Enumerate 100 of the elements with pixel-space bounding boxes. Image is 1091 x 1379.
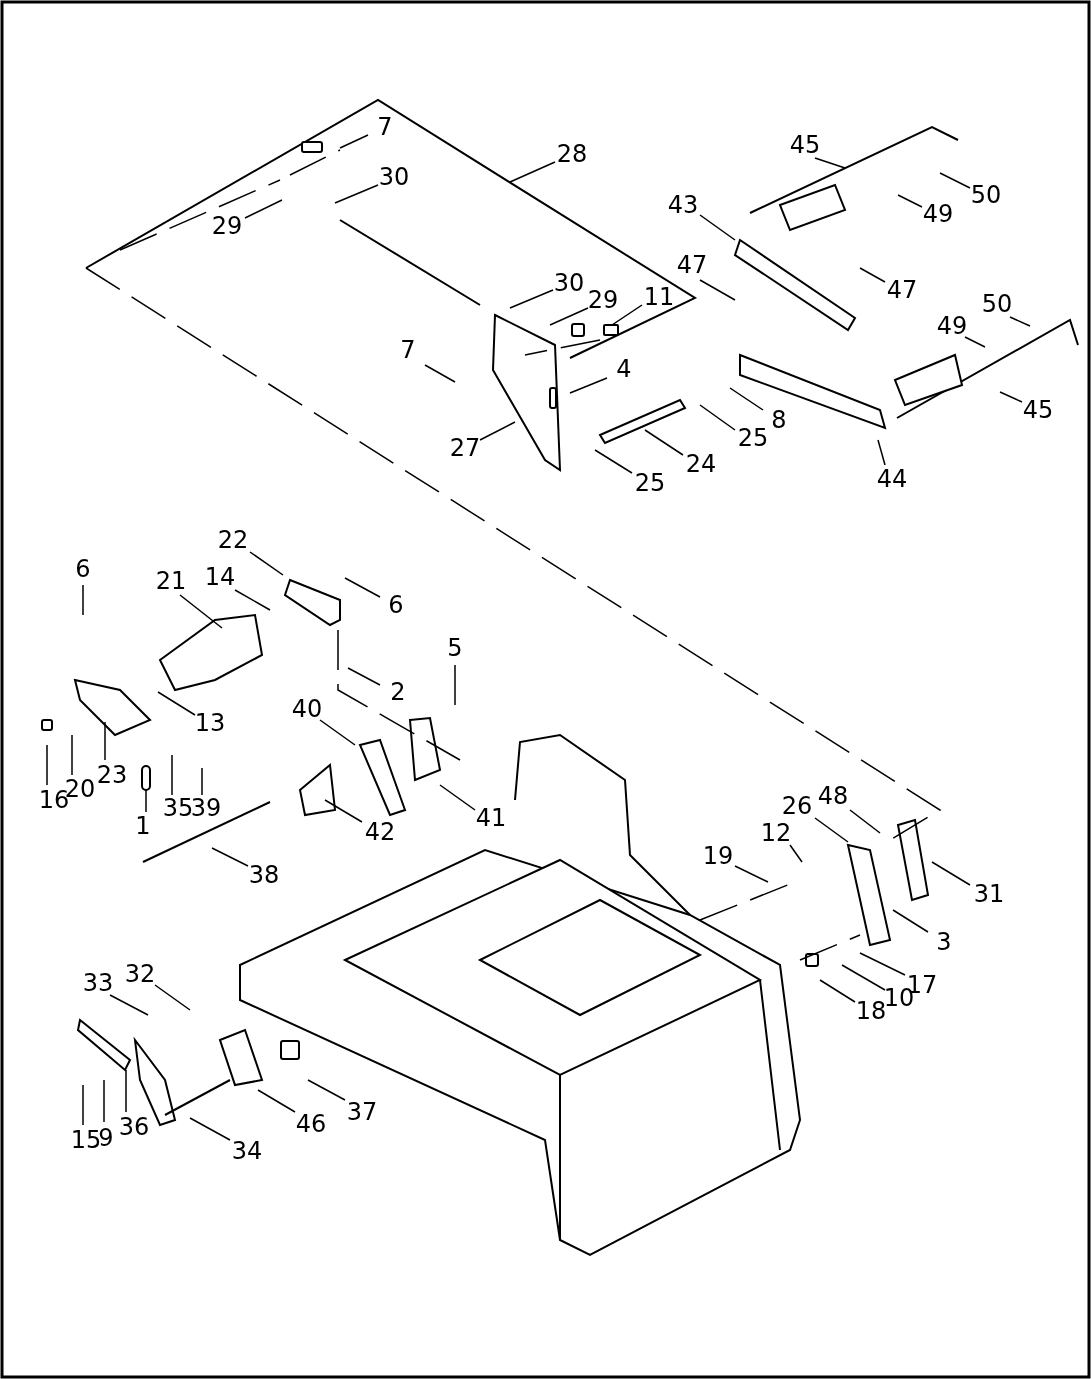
leader-line (339, 134, 369, 149)
leader-line (734, 865, 769, 883)
callout-number: 26 (781, 793, 813, 819)
leader-line (324, 799, 363, 823)
callout-number: 30 (378, 164, 410, 190)
callout-number: 32 (124, 961, 156, 987)
leader-line (257, 1089, 296, 1113)
leader-line (344, 577, 381, 598)
leader-line (939, 172, 971, 189)
leader-line (189, 1117, 231, 1141)
leader-line (439, 784, 476, 811)
callout-number: 45 (789, 132, 821, 158)
callout-number: 37 (346, 1099, 378, 1125)
leader-line (234, 589, 271, 611)
leader-line (145, 789, 147, 813)
leader-line (814, 817, 849, 843)
leader-line (82, 584, 84, 616)
leader-line (307, 1079, 346, 1101)
leader-line (699, 404, 736, 431)
callout-number: 48 (817, 783, 849, 809)
leader-line (549, 307, 589, 326)
callout-number: 7 (377, 114, 393, 140)
callout-number: 7 (400, 337, 416, 363)
callout-number: 3 (936, 929, 952, 955)
leader-line (877, 439, 886, 466)
leader-line (103, 1079, 105, 1123)
leader-line (699, 279, 736, 301)
leader-line (509, 289, 554, 309)
callout-number: 6 (388, 592, 404, 618)
leader-line (244, 199, 283, 219)
callout-number: 24 (685, 451, 717, 477)
callout-number: 11 (643, 284, 675, 310)
leader-line (729, 387, 764, 411)
callout-number: 1 (135, 813, 151, 839)
leader-line (46, 744, 48, 786)
callout-number: 34 (231, 1138, 263, 1164)
callout-number: 38 (248, 862, 280, 888)
leader-line (71, 734, 73, 776)
callout-number: 25 (737, 425, 769, 451)
callout-number: 39 (190, 795, 222, 821)
callout-number: 23 (96, 762, 128, 788)
callout-number: 14 (204, 564, 236, 590)
callout-number: 31 (973, 881, 1005, 907)
leader-line (789, 844, 803, 863)
leader-line (424, 364, 456, 383)
leader-line (964, 336, 986, 348)
leader-line (931, 861, 971, 886)
leader-line (125, 1069, 127, 1113)
callout-number: 30 (553, 270, 585, 296)
callout-number: 4 (616, 356, 632, 382)
callout-number: 36 (118, 1114, 150, 1140)
leader-line (334, 184, 379, 204)
leader-line (347, 667, 381, 686)
callout-number: 22 (217, 527, 249, 553)
callout-number: 49 (936, 313, 968, 339)
callout-number: 29 (211, 213, 243, 239)
leader-line (569, 377, 608, 394)
leader-line (249, 551, 284, 576)
leader-line (849, 809, 881, 834)
callout-number: 27 (449, 435, 481, 461)
callout-number: 46 (295, 1111, 327, 1137)
callout-number: 12 (760, 820, 792, 846)
leader-line (594, 449, 633, 474)
leader-line (819, 979, 856, 1003)
leader-line (201, 767, 203, 796)
pin-drawing (141, 765, 151, 791)
leader-line (1009, 316, 1031, 327)
callout-number: 47 (676, 252, 708, 278)
callout-number: 47 (886, 277, 918, 303)
leader-line (859, 267, 886, 283)
callout-number: 44 (876, 466, 908, 492)
leader-line (892, 909, 929, 933)
leader-line (841, 964, 886, 991)
callout-number: 49 (922, 201, 954, 227)
leader-line (109, 994, 149, 1016)
callout-number: 28 (556, 141, 588, 167)
leader-line (154, 984, 191, 1011)
callout-number: 40 (291, 696, 323, 722)
leader-line (319, 719, 356, 746)
leader-line (454, 664, 456, 706)
callout-number: 50 (981, 291, 1013, 317)
callout-number: 21 (155, 568, 187, 594)
leader-line (179, 594, 223, 629)
leader-line (699, 214, 736, 241)
leader-line (82, 1084, 84, 1126)
leader-line (157, 691, 196, 716)
callout-number: 19 (702, 843, 734, 869)
leader-line (171, 754, 173, 796)
callout-number: 18 (855, 998, 887, 1024)
callout-number: 43 (667, 192, 699, 218)
leader-line (509, 161, 556, 183)
callout-number: 2 (390, 679, 406, 705)
leader-line (897, 194, 923, 208)
leader-line (859, 952, 906, 976)
leader-line (104, 721, 106, 761)
callout-number: 9 (98, 1125, 114, 1151)
leader-line (814, 157, 846, 169)
callout-number: 42 (364, 819, 396, 845)
leader-line (611, 304, 643, 326)
callout-number: 6 (75, 556, 91, 582)
